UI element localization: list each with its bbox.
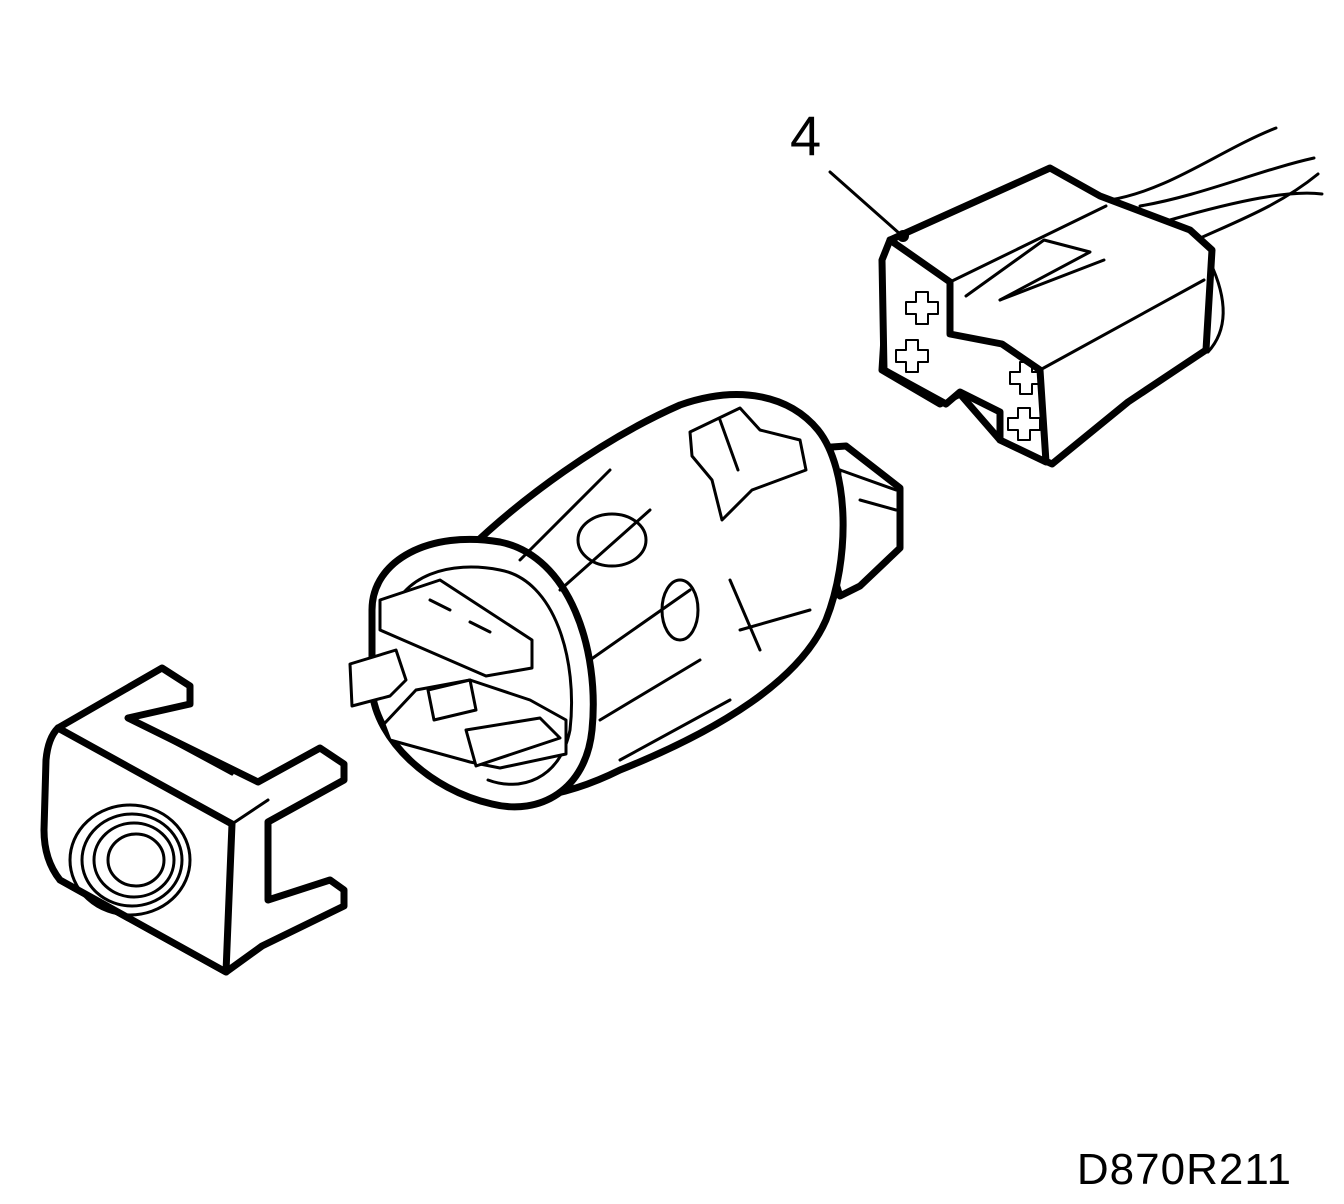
wiring-plug-part xyxy=(878,126,1324,468)
cap-part xyxy=(40,664,348,976)
callout-label-4: 4 xyxy=(790,104,822,167)
drawing-reference-code: D870R211 xyxy=(1076,1145,1292,1194)
connector-body-part xyxy=(348,391,904,811)
callout-4-leader xyxy=(828,170,909,242)
